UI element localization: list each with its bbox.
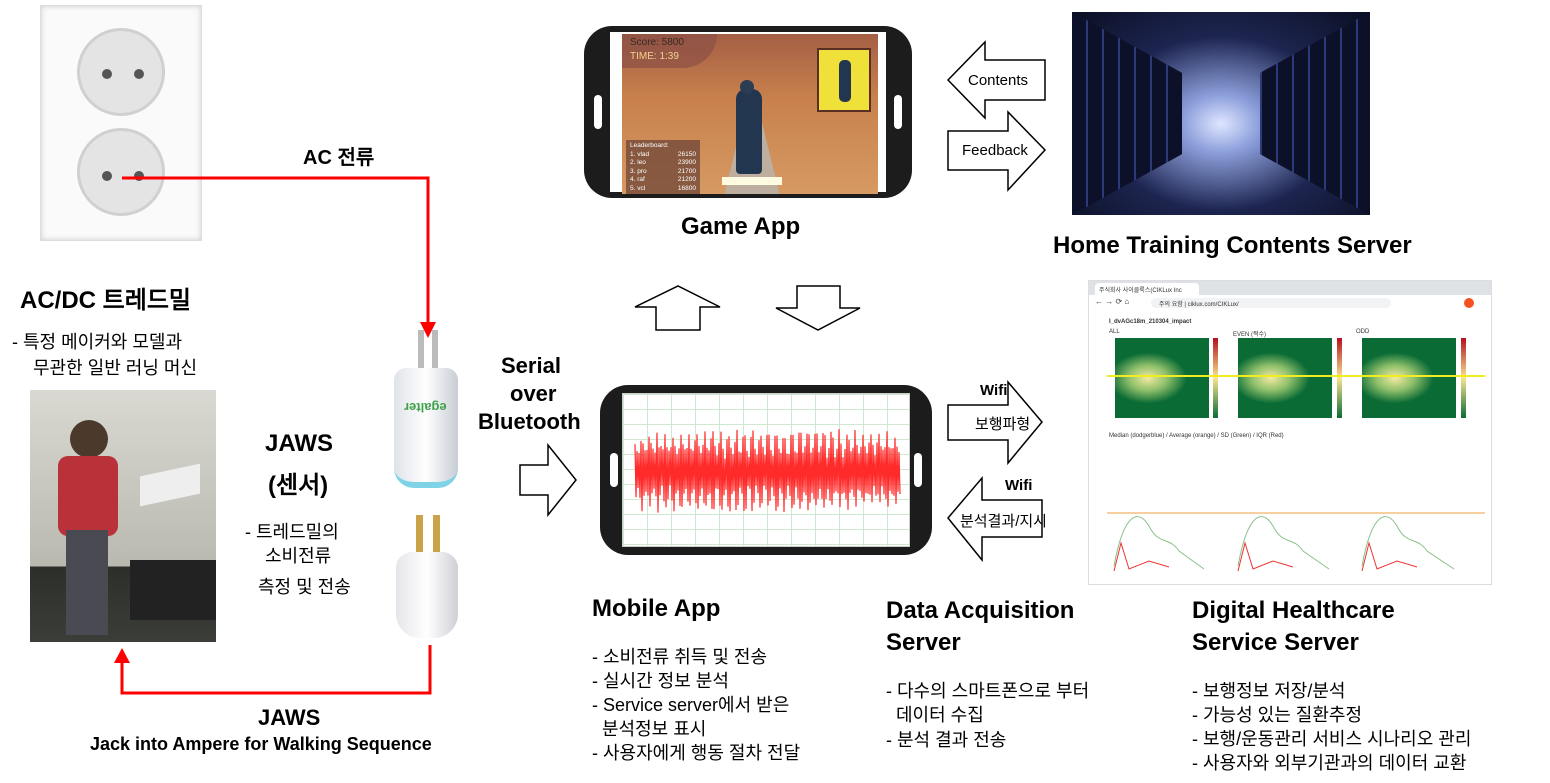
wifi-down-arrow-label: 분석결과/지시 xyxy=(960,513,1047,530)
browser-tab[interactable]: 주식회사 사이클룩스(CIKLux Inc xyxy=(1095,283,1199,295)
wifi-upload-arrow-icon xyxy=(947,379,1043,466)
daq-item: - 분석 결과 전송 xyxy=(886,730,1007,750)
bluetooth-label-3: Bluetooth xyxy=(478,409,581,434)
leaderboard-name: 3. pro xyxy=(630,167,647,175)
heatmap xyxy=(1362,338,1456,418)
wifi-download-arrow-icon xyxy=(947,475,1043,563)
chart-legend: Median (dodgerblue) / Average (orange) /… xyxy=(1109,433,1284,439)
heatmap xyxy=(1115,338,1209,418)
sensor-subtitle: (센서) xyxy=(268,472,329,499)
sensor-desc-3: 측정 및 전송 xyxy=(258,577,351,597)
down-arrow-icon xyxy=(775,285,861,331)
daq-title-1: Data Acquisition xyxy=(886,597,1075,624)
ac-current-label: AC 전류 xyxy=(303,147,375,169)
home-server-label: Home Training Contents Server xyxy=(1053,232,1412,259)
feedback-arrow-label: Feedback xyxy=(962,142,1028,159)
dhs-item: - 보행정보 저장/분석 xyxy=(1192,681,1346,701)
leaderboard-score: 23900 xyxy=(677,159,696,166)
chrome-controls: ← → ⟳ ⌂ xyxy=(1095,297,1130,306)
leaderboard-title: Leaderboard: xyxy=(630,142,669,149)
jaws-bottom-title: JAWS xyxy=(258,705,321,730)
heatmap xyxy=(1238,338,1332,418)
game-app-label: Game App xyxy=(681,213,801,240)
wifi-down-label: Wifi xyxy=(1005,477,1033,494)
wifi-up-label: Wifi xyxy=(980,382,1008,399)
jaws-sensor-image: egalter xyxy=(390,330,462,640)
dhs-item: - 보행/운동관리 서비스 시나리오 관리 xyxy=(1192,729,1472,749)
leaderboard-name: 1. vlad xyxy=(630,150,650,158)
healthcare-browser-screenshot: 주식회사 사이클룩스(CIKLux Inc 주의 요함 | ciklux.com… xyxy=(1088,280,1492,585)
leaderboard-score: 21200 xyxy=(677,176,696,183)
mobile-item: - 실시간 정보 분석 xyxy=(592,671,729,691)
daq-title-2: Server xyxy=(886,629,961,656)
leaderboard: Leaderboard: 1. vlad 26150 2. leo 23900 3.… xyxy=(626,140,700,194)
gait-line-charts xyxy=(1107,512,1485,572)
bluetooth-label-1: Serial xyxy=(501,353,561,378)
bluetooth-label-2: over xyxy=(510,381,557,406)
dhs-title-1: Digital Healthcare xyxy=(1192,597,1395,624)
profile-avatar[interactable] xyxy=(1464,298,1474,308)
mobile-app-title: Mobile App xyxy=(592,595,721,622)
mobile-item: - 사용자에게 행동 절차 전달 xyxy=(592,743,801,763)
sensor-title: JAWS xyxy=(265,430,334,457)
contents-arrow-icon xyxy=(946,40,1046,120)
treadmill-photo xyxy=(30,390,216,642)
dhs-item: - 사용자와 외부기관과의 데이터 교환 xyxy=(1192,753,1467,773)
dhs-item: - 가능성 있는 질환추정 xyxy=(1192,705,1363,725)
current-signal-line xyxy=(634,429,901,513)
leaderboard-name: 2. leo xyxy=(630,159,646,166)
dhs-title-2: Service Server xyxy=(1192,629,1359,656)
signal-chart xyxy=(622,393,910,547)
panel-label: ALL xyxy=(1109,329,1120,335)
sensor-desc-1: - 트레드밀의 xyxy=(245,522,339,542)
leaderboard-score: 21700 xyxy=(677,167,696,175)
leaderboard-name: 5. vcl xyxy=(630,184,646,192)
bluetooth-arrow-icon xyxy=(519,442,577,518)
treadmill-desc-1: - 특정 메이커와 모델과 xyxy=(12,332,183,352)
wifi-up-arrow-label: 보행파형 xyxy=(975,416,1031,433)
game-score: Score: 5800 xyxy=(630,37,684,48)
threshold-line xyxy=(1107,375,1485,377)
mobile-item: 분석정보 표시 xyxy=(592,719,707,739)
daq-item: 데이터 수집 xyxy=(886,705,984,725)
sensor-desc-2: 소비전류 xyxy=(265,546,332,566)
page-heading: I_dvAGc18m_210304_impact xyxy=(1109,319,1192,325)
sensor-brand-logo: egalter xyxy=(404,400,447,415)
game-minimap xyxy=(817,48,871,112)
treadmill-title: AC/DC 트레드밀 xyxy=(20,287,191,314)
game-screen: Score: 5800 TIME: 1:39 Leaderboard: 1. v… xyxy=(622,34,878,194)
wall-socket-image xyxy=(40,5,202,241)
leaderboard-score: 26150 xyxy=(677,150,696,158)
mobile-app-phone xyxy=(600,385,932,555)
mobile-item: - Service server에서 받은 xyxy=(592,695,790,715)
contents-arrow-label: Contents xyxy=(968,72,1029,89)
panel-label: EVEN (짝수) xyxy=(1233,332,1267,338)
treadmill-desc-2: 무관한 일반 러닝 머신 xyxy=(33,358,198,378)
leaderboard-score: 16800 xyxy=(677,184,696,192)
mobile-item: - 소비전류 취득 및 전송 xyxy=(592,647,768,667)
daq-item: - 다수의 스마트폰으로 부터 xyxy=(886,681,1090,701)
url-text: ciklux.com/CIKLux/ xyxy=(1187,302,1239,308)
url-warning: 주의 요함 xyxy=(1159,302,1183,308)
address-bar[interactable]: 주의 요함 | ciklux.com/CIKLux/ xyxy=(1151,298,1391,308)
game-app-phone: Score: 5800 TIME: 1:39 Leaderboard: 1. v… xyxy=(584,26,912,198)
panel-label: ODD xyxy=(1356,329,1370,335)
leaderboard-name: 4. raf xyxy=(630,176,645,183)
feedback-arrow-icon xyxy=(947,110,1047,192)
server-room-image xyxy=(1072,12,1370,215)
up-arrow-icon xyxy=(634,285,721,331)
game-time: TIME: 1:39 xyxy=(630,51,679,62)
jaws-bottom-subtitle: Jack into Ampere for Walking Sequence xyxy=(90,734,432,754)
